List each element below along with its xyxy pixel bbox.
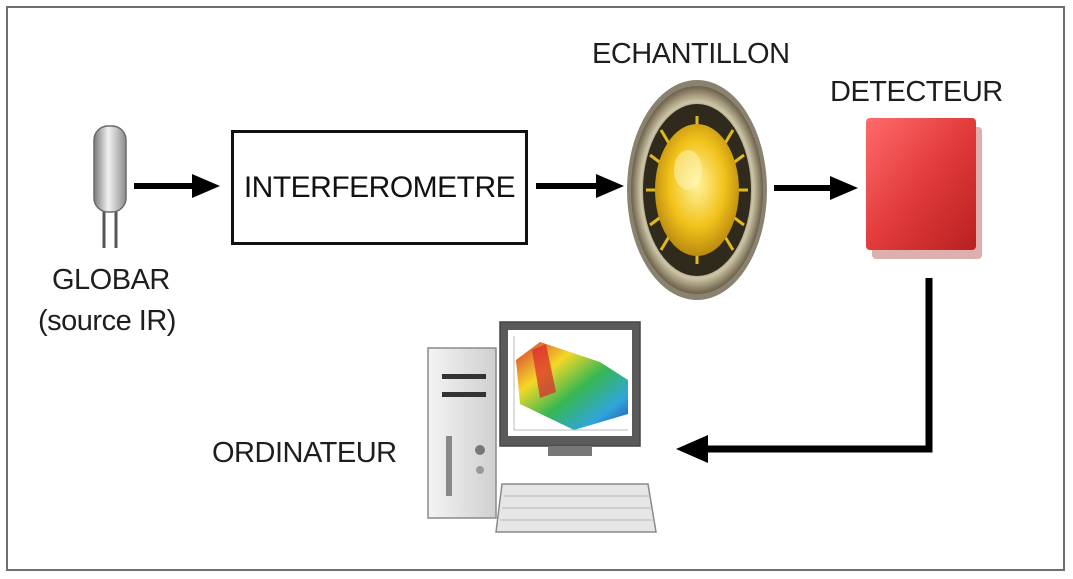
globar-sublabel: (source IR) (38, 305, 176, 337)
ordinateur-computer-icon (427, 321, 657, 533)
globar-label: GLOBAR (52, 264, 170, 296)
echantillon-sample-icon (627, 80, 767, 300)
arrow-echantillon-to-detecteur (774, 176, 858, 200)
ordinateur-label: ORDINATEUR (212, 437, 397, 469)
echantillon-label: ECHANTILLON (592, 38, 790, 70)
diagram-frame (6, 6, 1065, 571)
detecteur-label: DETECTEUR (830, 76, 1003, 108)
interferometre-label: INTERFEROMETRE (243, 170, 516, 204)
arrow-detecteur-to-ordinateur (676, 278, 933, 463)
arrow-interferometre-to-echantillon (536, 174, 624, 198)
globar-source-icon (93, 125, 127, 248)
detecteur-box-icon (866, 118, 982, 259)
interferometre-box: INTERFEROMETRE (231, 130, 528, 245)
arrow-globar-to-interferometre (134, 174, 220, 198)
